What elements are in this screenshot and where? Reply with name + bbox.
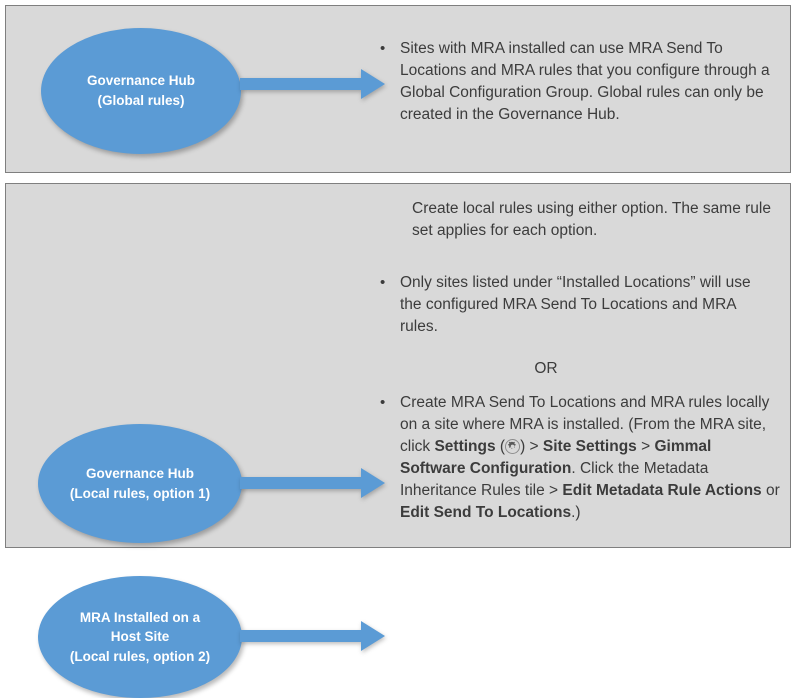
emphasis-text: Edit Send To Locations (400, 504, 572, 521)
emphasis-text: Site Settings (542, 438, 637, 455)
list-item-text: Only sites listed under “Installed Locat… (400, 274, 751, 335)
right-block-arrow-icon (240, 69, 385, 99)
ellipse-mra-installed-host-site[interactable]: MRA Installed on a Host Site (Local rule… (38, 576, 242, 698)
emphasis-text: Gimmal Software Configuration (400, 438, 712, 477)
plain-text: > (636, 438, 655, 455)
plain-text: . Click the Metadata Inheritance Rules t… (400, 460, 709, 499)
plain-text: Create MRA Send To Locations and MRA rul… (400, 394, 770, 455)
local-option1-bullet-list: • Only sites listed under “Installed Loc… (380, 272, 775, 338)
right-block-arrow-icon (240, 621, 385, 651)
gear-icon (505, 439, 521, 454)
ellipse-label-line: Governance Hub (86, 73, 196, 89)
local-rules-intro-text: Create local rules using either option. … (412, 200, 771, 239)
global-rules-panel: Governance Hub (Global rules) (5, 5, 791, 173)
ellipse-governance-hub-local-option1[interactable]: Governance Hub (Local rules, option 1) (38, 424, 242, 543)
list-item: • Sites with MRA installed can use MRA S… (380, 38, 775, 126)
global-rules-bullet-list: • Sites with MRA installed can use MRA S… (380, 38, 775, 126)
emphasis-text: Edit Metadata Rule Actions (562, 482, 762, 499)
plain-text: ( (495, 438, 506, 455)
plain-text: ) > (520, 438, 543, 455)
plain-text: or (761, 482, 780, 499)
ellipse-label-line: (Local rules, option 1) (69, 485, 211, 501)
bullet-marker-icon: • (380, 40, 386, 57)
emphasis-text: Settings (434, 438, 496, 455)
plain-text: .) (571, 504, 581, 521)
ellipse-label-line: Governance Hub (85, 465, 195, 481)
bullet-marker-icon: • (380, 394, 386, 411)
ellipse-governance-hub-global[interactable]: Governance Hub (Global rules) (41, 28, 241, 154)
or-separator-label: OR (534, 360, 558, 377)
ellipse-label-line: (Global rules) (97, 93, 185, 108)
ellipse-label-line: Host Site (110, 629, 170, 645)
list-item: • Only sites listed under “Installed Loc… (380, 272, 775, 338)
ellipse-label-line: MRA Installed on a (79, 609, 201, 625)
ellipse-label-line: (Local rules, option 2) (69, 648, 211, 664)
bullet-marker-icon: • (380, 274, 386, 291)
list-item-text: Sites with MRA installed can use MRA Sen… (400, 40, 770, 123)
list-item: • Create MRA Send To Locations and MRA r… (380, 392, 780, 524)
local-option2-bullet-list: • Create MRA Send To Locations and MRA r… (380, 392, 780, 524)
list-item-text: Create MRA Send To Locations and MRA rul… (400, 392, 780, 524)
right-block-arrow-icon (240, 468, 385, 498)
